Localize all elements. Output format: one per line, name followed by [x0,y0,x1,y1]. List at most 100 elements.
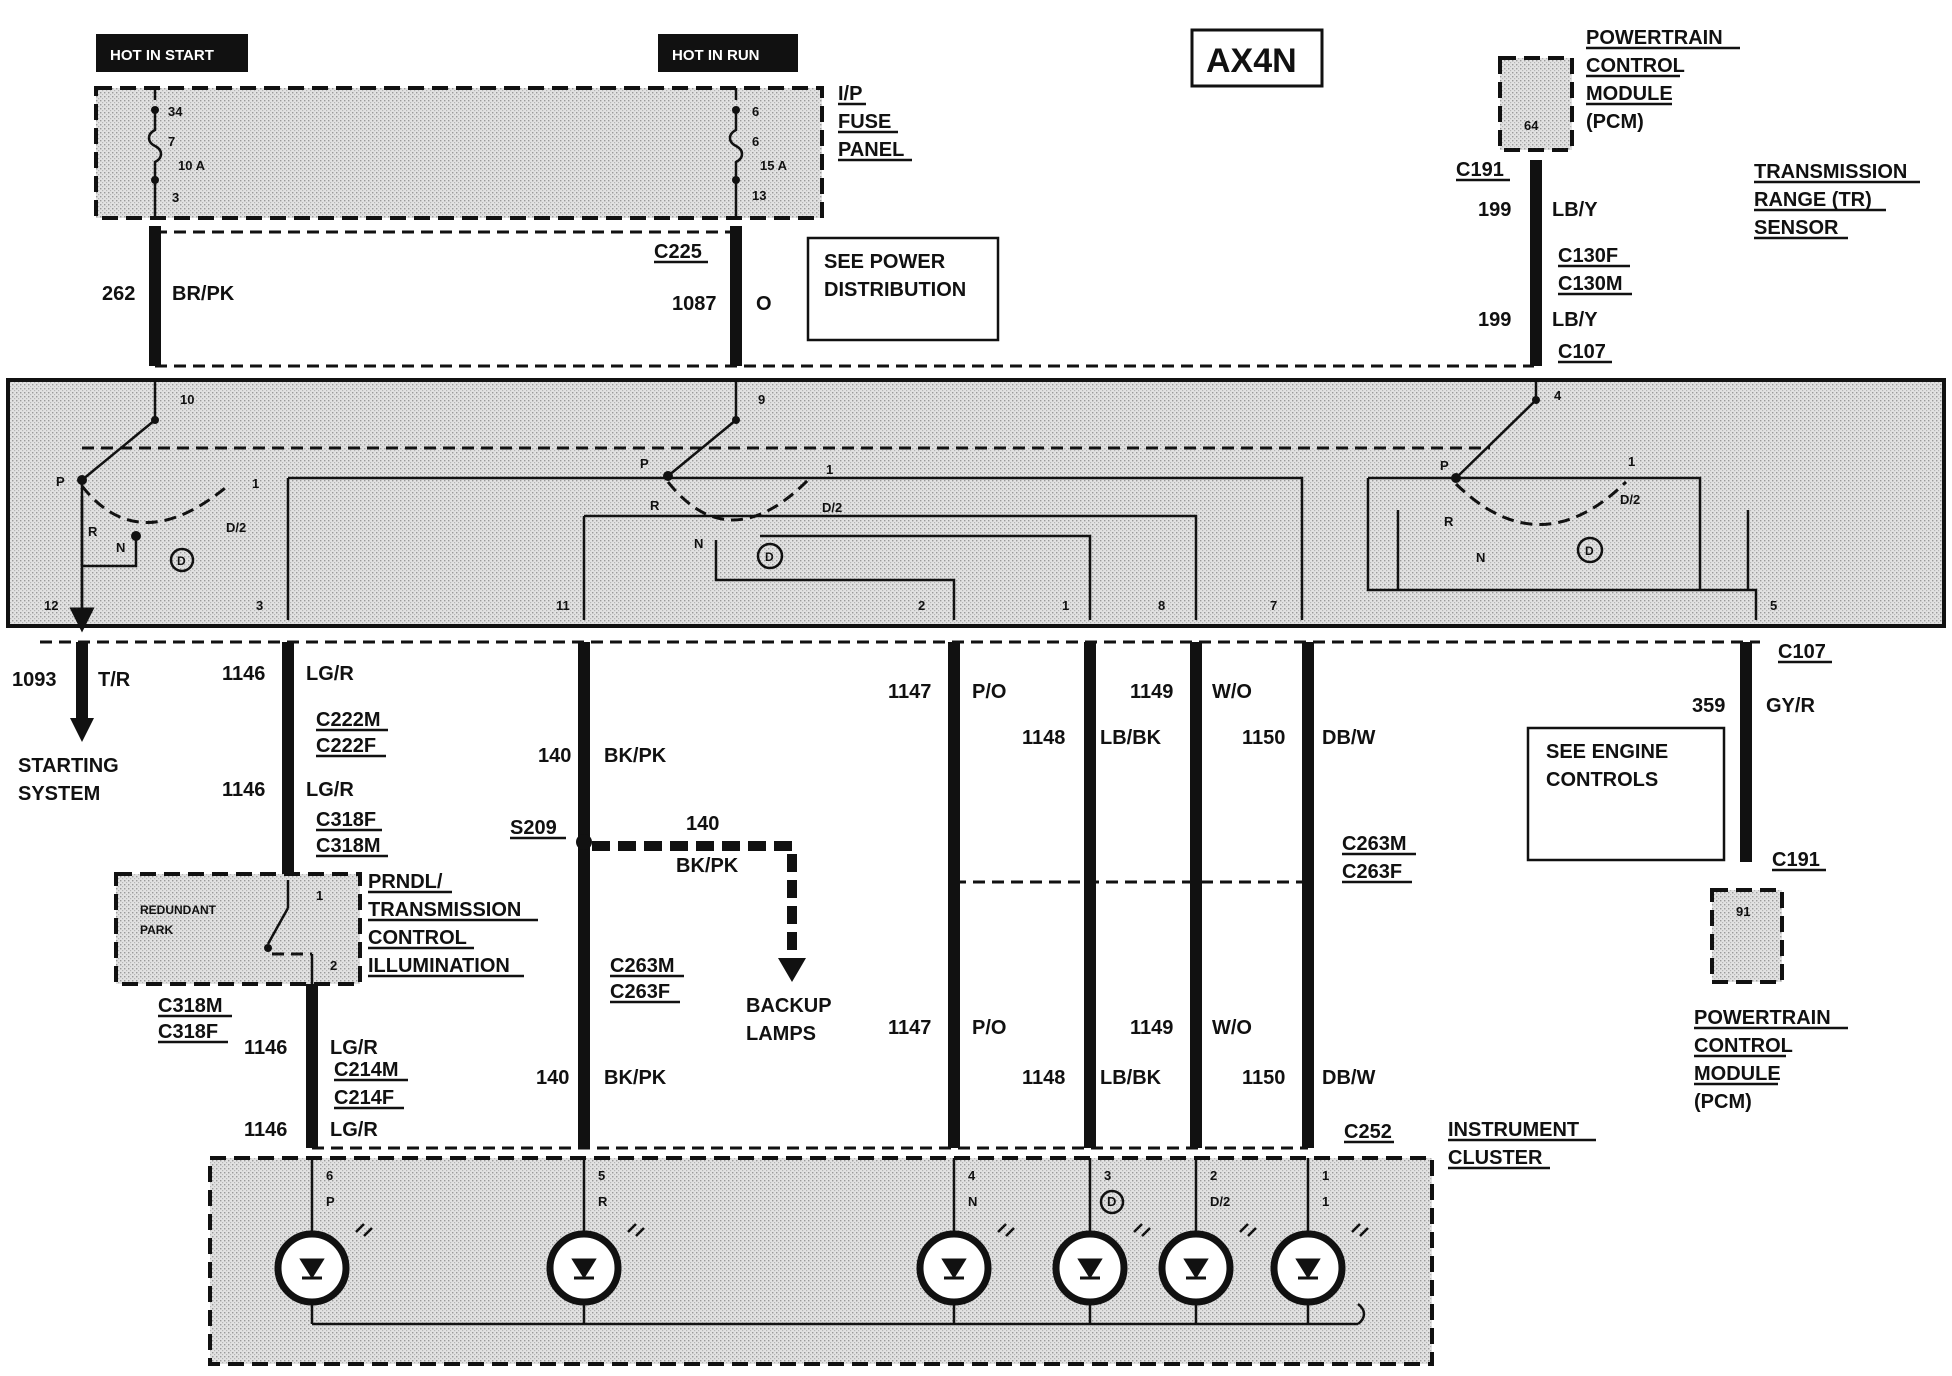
light-rays-icon [1133,1223,1151,1237]
lamp-label: D/2 [1210,1194,1230,1209]
svg-text:D: D [177,554,186,568]
lamp-label: R [598,1194,608,1209]
svg-text:CONTROL: CONTROL [1694,1035,1793,1057]
sensor-pin-labels: 10 9 4 12 3 11 2 1 8 7 5 [44,388,1777,613]
light-rays-icon [1239,1223,1257,1237]
svg-text:8: 8 [1158,598,1165,613]
svg-text:LB/BK: LB/BK [1100,727,1162,749]
svg-text:TRANSMISSION: TRANSMISSION [368,899,521,921]
svg-text:P/O: P/O [972,681,1006,703]
svg-text:DB/W: DB/W [1322,1067,1375,1089]
svg-text:C191: C191 [1456,159,1504,181]
svg-text:1: 1 [1628,454,1635,469]
lamp-pin: 4 [968,1168,976,1183]
svg-text:12: 12 [44,598,58,613]
svg-text:LG/R: LG/R [306,779,354,801]
svg-text:BK/PK: BK/PK [604,1067,667,1089]
svg-text:C263M: C263M [610,955,674,977]
svg-text:RANGE (TR): RANGE (TR) [1754,189,1872,211]
svg-text:GY/R: GY/R [1766,695,1815,717]
lamp-pin: 3 [1104,1168,1111,1183]
svg-text:SYSTEM: SYSTEM [18,783,100,805]
svg-text:LG/R: LG/R [330,1119,378,1141]
svg-text:AX4N: AX4N [1206,42,1297,80]
svg-text:6: 6 [752,104,759,119]
svg-text:C222M: C222M [316,709,380,731]
fuse-panel-title: I/P FUSE PANEL [838,83,912,162]
svg-text:C214F: C214F [334,1087,394,1109]
svg-text:1148: 1148 [1022,727,1065,749]
svg-text:1150: 1150 [1242,1067,1285,1089]
svg-text:D/2: D/2 [822,500,842,515]
cluster-lamp: 5R [546,1158,645,1324]
see-engine-controls-box: SEE ENGINE CONTROLS [1526,726,1726,862]
svg-text:1147: 1147 [888,1017,931,1039]
svg-text:C130M: C130M [1558,273,1622,295]
svg-text:BK/PK: BK/PK [676,855,739,877]
svg-text:C263F: C263F [610,981,670,1003]
svg-text:INSTRUMENT: INSTRUMENT [1448,1119,1579,1141]
svg-text:SEE ENGINE: SEE ENGINE [1546,741,1668,763]
svg-text:10: 10 [180,392,194,407]
svg-text:I/P: I/P [838,83,862,105]
light-rays-icon [997,1223,1015,1237]
svg-text:D/2: D/2 [226,520,246,535]
svg-text:1148: 1148 [1022,1067,1065,1089]
svg-text:1146: 1146 [244,1119,287,1141]
lamp-pin: 5 [598,1168,605,1183]
lamp-pin: 1 [1322,1168,1329,1183]
svg-text:CONTROLS: CONTROLS [1546,769,1658,791]
svg-text:MODULE: MODULE [1586,83,1673,105]
svg-text:POWERTRAIN: POWERTRAIN [1586,27,1723,49]
svg-text:HOT IN START: HOT IN START [110,47,214,64]
svg-text:10 A: 10 A [178,158,206,173]
light-rays-icon [1351,1223,1369,1237]
svg-text:W/O: W/O [1212,1017,1252,1039]
svg-text:CONTROL: CONTROL [1586,55,1685,77]
svg-text:LAMPS: LAMPS [746,1023,816,1045]
svg-text:140: 140 [686,813,719,835]
svg-text:SEE POWER: SEE POWER [824,251,946,273]
svg-text:1087: 1087 [672,293,717,315]
svg-text:C222F: C222F [316,735,376,757]
svg-text:LB/BK: LB/BK [1100,1067,1162,1089]
svg-text:15 A: 15 A [760,158,788,173]
svg-text:5: 5 [1770,598,1777,613]
svg-text:C214M: C214M [334,1059,398,1081]
fuse-left: 34 7 10 A 3 [147,88,206,218]
svg-text:LB/Y: LB/Y [1552,309,1598,331]
svg-text:1146: 1146 [222,779,265,801]
splice-s209 [576,834,592,850]
svg-text:S209: S209 [510,817,557,839]
svg-text:34: 34 [168,104,183,119]
svg-text:3: 3 [256,598,263,613]
svg-text:ILLUMINATION: ILLUMINATION [368,955,510,977]
svg-text:P: P [640,456,649,471]
svg-text:1149: 1149 [1130,681,1173,703]
svg-text:C130F: C130F [1558,245,1618,267]
cluster-lamp: 11 [1270,1158,1369,1324]
prndl-illumination: REDUNDANT PARK 1 2 [114,872,362,986]
svg-text:N: N [1476,550,1485,565]
svg-text:140: 140 [536,1067,569,1089]
svg-text:7: 7 [1270,598,1277,613]
svg-text:C318F: C318F [316,809,376,831]
svg-text:W/O: W/O [1212,681,1252,703]
cluster-lamp: 6P [274,1158,373,1324]
lamp-pin: 6 [326,1168,333,1183]
pcm-top: 64 POWERTRAIN CONTROL MODULE (PCM) [1498,27,1740,152]
svg-text:(PCM): (PCM) [1586,111,1644,133]
svg-text:C263M: C263M [1342,833,1406,855]
svg-text:1093: 1093 [12,669,57,691]
svg-text:N: N [116,540,125,555]
svg-text:MODULE: MODULE [1694,1063,1781,1085]
svg-text:CONTROL: CONTROL [368,927,467,949]
svg-text:1: 1 [826,462,833,477]
svg-text:C107: C107 [1778,641,1826,663]
svg-text:C191: C191 [1772,849,1820,871]
cluster-title: INSTRUMENT CLUSTER [1448,1119,1596,1170]
lamp-label: N [968,1194,977,1209]
svg-text:D: D [765,550,774,564]
